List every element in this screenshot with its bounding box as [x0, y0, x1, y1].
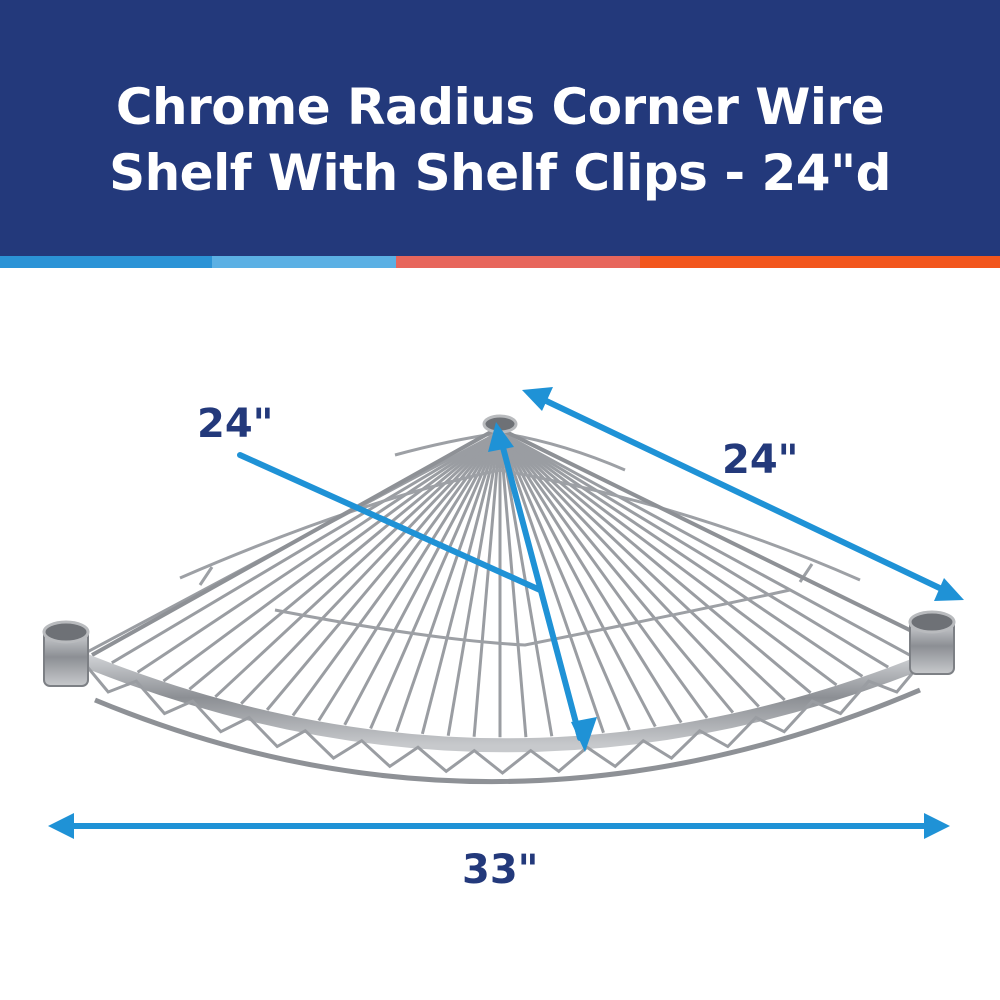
product-title-line-2: Shelf With Shelf Clips - 24"d: [109, 144, 891, 202]
arrow-head: [934, 578, 964, 601]
product-title-line-1: Chrome Radius Corner Wire: [115, 78, 885, 136]
shelf-wire: [498, 431, 657, 728]
shelf-wire: [136, 430, 501, 674]
shelf-wire: [369, 431, 502, 730]
shelf-wire: [498, 431, 631, 731]
shelf-wire: [498, 431, 683, 724]
shelf-wire: [317, 431, 502, 722]
shelf-posts: [42, 414, 956, 687]
shelf-wire: [498, 431, 528, 738]
shelf-wire: [499, 430, 889, 669]
stripe-segment: [212, 256, 396, 268]
width-dimension-label: 33": [462, 847, 539, 893]
shelf-wire: [420, 431, 502, 735]
shelf-wire: [498, 431, 605, 734]
shelf-wire: [446, 431, 502, 736]
shelf-wire: [240, 430, 502, 705]
accent-stripe: [0, 256, 1000, 268]
title-banner: Chrome Radius Corner Wire Shelf With She…: [0, 0, 1000, 256]
stripe-segment: [0, 256, 212, 268]
shelf-wire: [499, 430, 915, 659]
shelf-wire: [111, 430, 501, 665]
dimension-arrows: [59, 395, 951, 829]
shelf-wire: [499, 430, 864, 678]
shelf-inner-arcs: [179, 431, 861, 647]
shelf-wire: [472, 431, 502, 737]
arrow-head: [571, 717, 597, 752]
shelf-wire: [188, 430, 501, 691]
arrow-heads: [48, 387, 964, 839]
shelf-wire: [499, 430, 838, 687]
shelf-wire: [214, 430, 502, 698]
depth-dimension-label-left: 24": [197, 401, 274, 447]
depth-dimension-label-right: 24": [722, 437, 799, 483]
shelf-wire: [343, 431, 502, 726]
arrow-head: [488, 422, 514, 452]
shelf-wire: [498, 430, 786, 702]
shelf-wire: [498, 431, 709, 719]
depth-leader-line: [237, 452, 543, 593]
arrow-head: [48, 813, 74, 839]
shelf-wire: [499, 430, 812, 694]
shelf-wire: [395, 431, 502, 732]
product-title: Chrome Radius Corner Wire Shelf With She…: [0, 74, 1000, 206]
arrow-head: [522, 387, 553, 411]
depth-arrow-left: [498, 437, 583, 741]
depth-arrow-right: [537, 395, 951, 595]
stripe-segment: [640, 256, 1000, 268]
stripe-segment: [396, 256, 640, 268]
shelf-wire: [162, 430, 501, 683]
arrow-head: [924, 813, 950, 839]
